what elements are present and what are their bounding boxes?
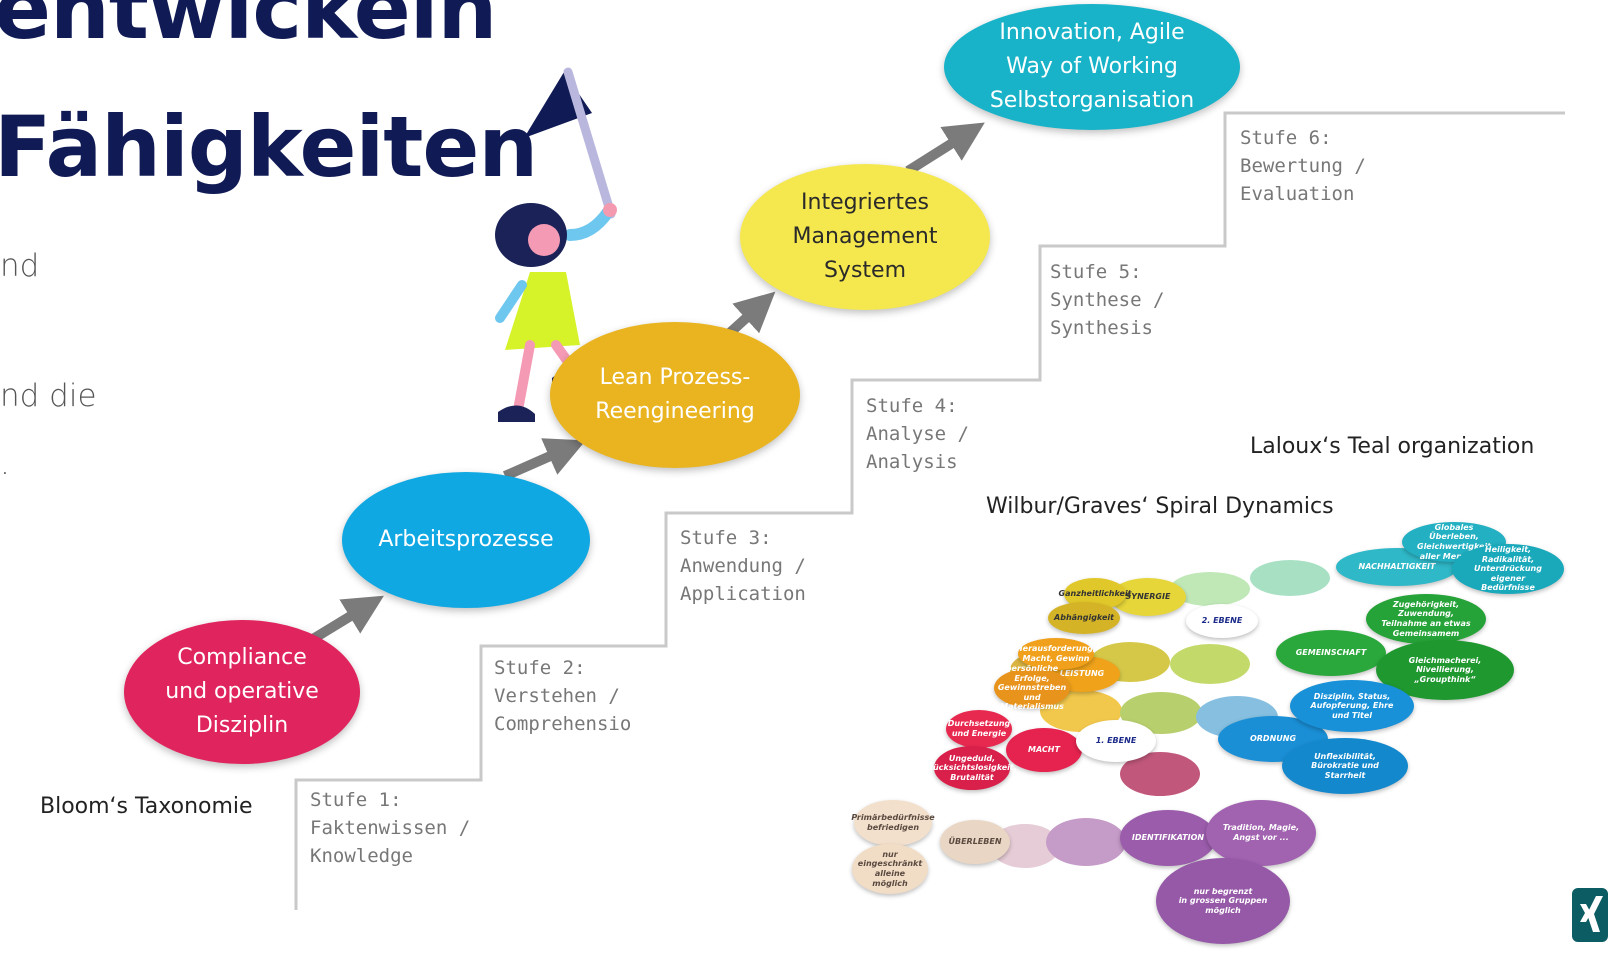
flag-girl-icon bbox=[495, 67, 617, 422]
text-fragment-3: . bbox=[0, 446, 10, 482]
step-label-4: Stufe 4: Analyse / Analysis bbox=[866, 395, 969, 473]
spiral-filler-oval bbox=[1250, 560, 1330, 596]
spiral-oval-synergie-minus: Abhängigkeit bbox=[1048, 602, 1120, 634]
bubble-innovation: Innovation, Agile Way of Working Selbsto… bbox=[944, 4, 1240, 130]
caption-bloom: Bloom‘s Taxonomie bbox=[40, 794, 253, 819]
spiral-filler-oval bbox=[1046, 818, 1126, 866]
step-label-6: Stufe 6: Bewertung / Evaluation bbox=[1240, 127, 1366, 205]
bubble-lean: Lean Prozess- Reengineering bbox=[550, 322, 800, 468]
spiral-oval-macht: MACHT bbox=[1006, 728, 1082, 772]
step-label-2: Stufe 2: Verstehen / Comprehensio bbox=[494, 657, 632, 735]
spiral-oval-ebene-1: 1. EBENE bbox=[1076, 720, 1156, 762]
spiral-oval-ueberleben-plus: Primärbedürfnisse befriedigen bbox=[851, 800, 935, 846]
spiral-oval-macht-minus: Ungeduld, Rücksichtslosigkeit, Brutalitä… bbox=[927, 746, 1017, 790]
spiral-oval-macht-plus: Durchsetzung und Energie bbox=[946, 710, 1012, 748]
arrow-4 bbox=[905, 122, 985, 176]
spiral-oval-ueberleben-minus: nur eingeschränkt alleine möglich bbox=[852, 844, 928, 894]
step-label-5: Stufe 5: Synthese / Synthesis bbox=[1050, 261, 1165, 339]
arrow-1 bbox=[305, 595, 384, 647]
text-fragment-1: nd bbox=[0, 248, 40, 284]
staircase-line bbox=[294, 111, 1565, 910]
bubble-compliance: Compliance und operative Disziplin bbox=[124, 620, 360, 764]
caption-spiral: Wilbur/Graves‘ Spiral Dynamics bbox=[986, 494, 1334, 519]
spiral-oval-gemeinschaft: GEMEINSCHAFT bbox=[1276, 630, 1386, 676]
spiral-oval-identifikation-plus: Tradition, Magie, Angst vor ... bbox=[1206, 800, 1316, 866]
spiral-oval-ueberleben: ÜBERLEBEN bbox=[940, 820, 1010, 864]
bubble-integriertes: Integriertes Management System bbox=[740, 164, 990, 310]
title-line-2: Fähigkeiten bbox=[0, 98, 538, 196]
spiral-oval-identifikation: IDENTIFIKATION bbox=[1120, 810, 1216, 866]
spiral-oval-identifikation-minus: nur begrenzt in grossen Gruppen möglich bbox=[1156, 858, 1290, 944]
bubble-arbeitsprozesse: Arbeitsprozesse bbox=[342, 472, 590, 608]
spiral-oval-ordnung-minus: Unflexibilität, Bürokratie und Starrheit bbox=[1282, 738, 1408, 794]
spiral-filler-oval bbox=[1170, 644, 1250, 684]
title-line-1: entwickeln bbox=[0, 0, 497, 58]
spiral-oval-ebene-2: 2. EBENE bbox=[1186, 604, 1258, 638]
caption-laloux: Laloux‘s Teal organization bbox=[1250, 434, 1535, 459]
step-label-1: Stufe 1: Faktenwissen / Knowledge bbox=[310, 789, 471, 867]
xing-logo-icon bbox=[1572, 888, 1608, 942]
spiral-oval-nachhaltigkeit-minus: Heiligkeit, Radikalität, Unterdrückung e… bbox=[1452, 544, 1564, 594]
spiral-oval-leistung-minus: persönliche Erfolge, Gewinnstreben und M… bbox=[994, 664, 1070, 711]
arrow-2 bbox=[502, 438, 586, 481]
text-fragment-2: nd die bbox=[0, 378, 97, 414]
spiral-oval-leistung-plus: Herausforderung, Macht, Gewinn bbox=[1016, 638, 1096, 670]
step-label-3: Stufe 3: Anwendung / Application bbox=[680, 527, 806, 605]
spiral-oval-gemeinschaft-plus: Zugehörigkeit, Zuwendung, Teilnahme an e… bbox=[1366, 594, 1486, 644]
spiral-oval-ordnung-plus: Disziplin, Status, Aufopferung, Ehre und… bbox=[1290, 680, 1414, 732]
